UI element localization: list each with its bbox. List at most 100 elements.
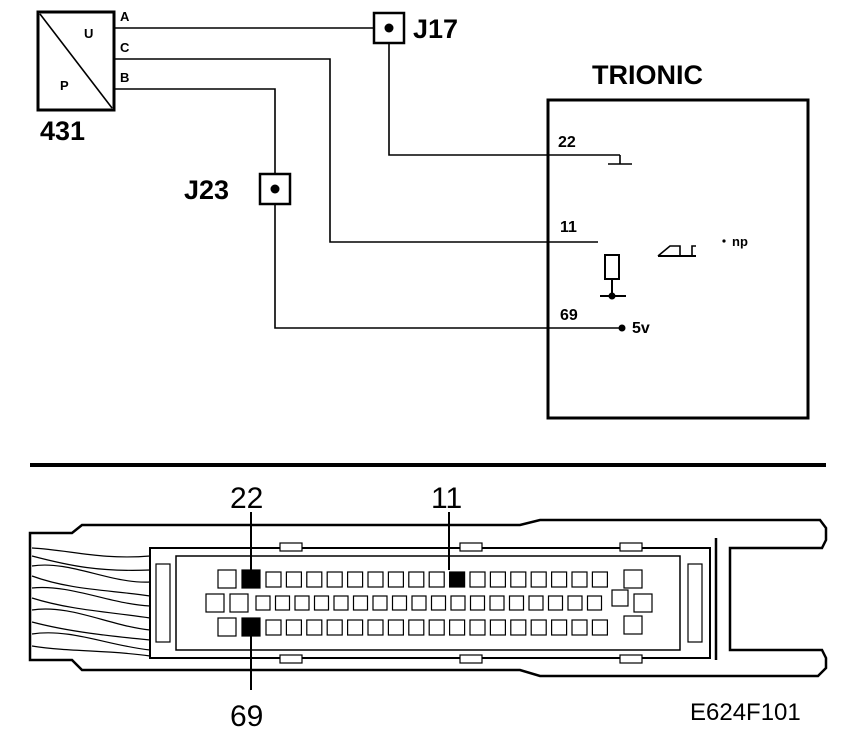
wire-c-to-pin11: [114, 58, 598, 243]
callout-69: 69: [230, 700, 263, 733]
latch-tab: [459, 654, 483, 664]
pin-cell-large: [623, 615, 643, 635]
pin-cell: [567, 595, 583, 611]
pin22-ground-symbol: [608, 155, 632, 165]
callout-22: 22: [230, 482, 263, 515]
pin-cell: [285, 619, 302, 636]
junction-dot: [270, 184, 280, 194]
pin-cell: [489, 571, 506, 588]
pin-cell: [449, 619, 466, 636]
pin-cell: [352, 595, 369, 611]
pin-cell: [347, 571, 364, 588]
pin-cell: [265, 619, 282, 636]
pin-cell-large: [611, 589, 629, 607]
pin-cell: [367, 571, 384, 588]
pin-cell: [550, 571, 568, 588]
sensor-terminal-u: U: [84, 26, 93, 41]
wire-j23-to-pin69: [274, 202, 622, 329]
pin-cell: [430, 595, 447, 611]
junction-label-j23: J23: [184, 175, 229, 205]
pin-cell: [450, 595, 466, 611]
pin-cell: [571, 571, 588, 588]
pin-cell: [530, 571, 547, 588]
pin-cell: [387, 619, 404, 636]
pin-cell: [508, 595, 525, 611]
junction-j17: J17: [372, 11, 458, 45]
ecu-pin-22: 22: [558, 134, 576, 151]
pin-cell: [550, 619, 568, 636]
pin-cell: [326, 571, 343, 588]
pin-cell: [306, 619, 323, 636]
sensor-pin-b: B: [120, 70, 129, 85]
pin-cell: [591, 619, 609, 636]
pin-cell: [285, 571, 302, 588]
pin-cell: [391, 595, 408, 611]
connector-drawing: 22 11 69: [28, 482, 828, 733]
wire-b-to-j23: [114, 88, 276, 174]
latch-tab: [619, 542, 643, 552]
pin-cell: [591, 571, 609, 588]
pin-cell: [489, 619, 506, 636]
pin-cell: [469, 619, 486, 636]
pin-cell-large: [217, 569, 237, 589]
wire-j17-to-pin22: [388, 40, 620, 156]
ecu-supply-label: 5v: [632, 320, 650, 337]
supply-node: [618, 324, 626, 332]
pin-cell: [347, 619, 364, 636]
junction-dot: [384, 23, 394, 33]
sensor-terminal-p: P: [60, 78, 69, 93]
pin-cell: [510, 571, 527, 588]
junction-j23: J23: [184, 172, 292, 206]
sensor-pin-c: C: [120, 40, 130, 55]
pin-cell: [408, 571, 425, 588]
ecu-pin-11: 11: [560, 219, 577, 236]
pin-cell: [530, 619, 547, 636]
pin-cell: [306, 571, 323, 588]
latch-tab: [619, 654, 643, 664]
ecu-trionic: TRIONIC 22 11 np 69 5v: [546, 60, 810, 420]
sensor-diagonal: [39, 13, 113, 109]
pin-cell: [428, 619, 445, 636]
pin-cell: [326, 619, 343, 636]
pull-down-resistor: [604, 254, 620, 280]
pin-cell: [255, 595, 271, 611]
pin-cell: [333, 595, 349, 611]
pin-cell-large: [229, 593, 249, 613]
ecu-title: TRIONIC: [592, 60, 703, 90]
sensor-431: U P A C B 431: [36, 9, 130, 146]
ecu-pin-69: 69: [560, 307, 578, 324]
pin-cell: [294, 595, 310, 611]
pin-cell: [469, 595, 486, 611]
figure-id: E624F101: [690, 699, 801, 726]
pin-cell: [510, 619, 527, 636]
cable-bundle: [31, 547, 151, 657]
pin-cell: [387, 571, 404, 588]
ecu-signal-label: np: [732, 234, 748, 249]
pin-cell: [372, 595, 388, 611]
pin-cell: [489, 595, 505, 611]
connector-pin-grid: [205, 569, 653, 637]
pin-cell: [367, 619, 384, 636]
pin-cell-large: [633, 593, 653, 613]
pin-cell-large: [623, 569, 643, 589]
pin-cell: [586, 595, 603, 611]
latch-tab: [459, 542, 483, 552]
pin-cell: [547, 595, 564, 611]
pin-cell: [528, 595, 544, 611]
pin-cell: [274, 595, 291, 611]
pulse-symbol-icon: [657, 245, 696, 257]
pin-cell: [408, 619, 425, 636]
guide-rib-left: [155, 563, 171, 643]
callout-11: 11: [431, 482, 462, 515]
latch-tab: [279, 654, 303, 664]
sensor-id: 431: [40, 116, 85, 146]
pin-cell-large: [217, 617, 237, 637]
pin-cell: [428, 571, 445, 588]
latch-tab: [279, 542, 303, 552]
pin-cell: [313, 595, 330, 611]
pin-cell: [265, 571, 282, 588]
ecu-box: [546, 98, 810, 420]
signal-dot: [722, 239, 726, 243]
pin-cell: [571, 619, 588, 636]
